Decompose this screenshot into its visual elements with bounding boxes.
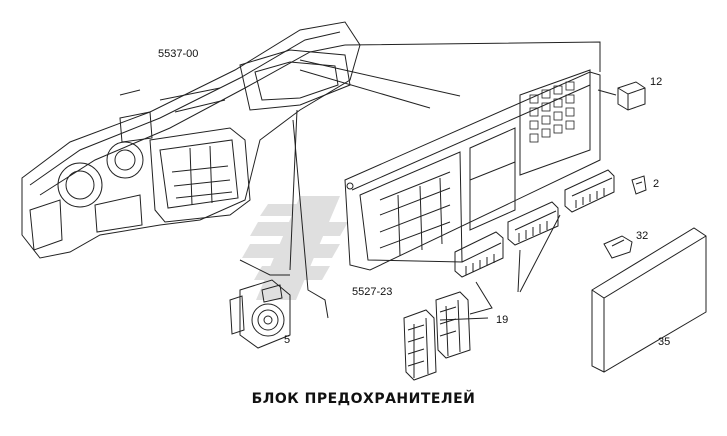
fuse-block-middle-right <box>507 201 559 246</box>
label-dashboard: 5537-00 <box>158 48 199 60</box>
leader-lines <box>239 41 601 319</box>
fuse-leader-lines <box>439 214 561 321</box>
fuse-block-upper-right <box>564 169 615 213</box>
label-panel: 5527-23 <box>352 286 393 298</box>
relay-drawing <box>597 81 646 111</box>
fuse-block-lower-right <box>435 291 471 359</box>
label-clip: 2 <box>653 178 660 190</box>
connector-drawing <box>229 279 291 349</box>
label-cover-clip: 32 <box>636 230 649 242</box>
label-cover: 35 <box>658 336 671 348</box>
watermark-logo <box>242 196 348 300</box>
label-relay: 12 <box>650 76 663 88</box>
cover-drawing <box>591 227 707 373</box>
label-connector: 5 <box>284 334 291 346</box>
cover-clip-drawing <box>603 235 633 259</box>
fuse-block-middle <box>454 231 504 278</box>
label-fuses: 19 <box>496 314 509 326</box>
fuse-panel-drawing <box>344 69 601 271</box>
diagram-caption: БЛОК ПРЕДОХРАНИТЕЛЕЙ <box>251 391 476 407</box>
dashboard-drawing <box>21 21 361 259</box>
clip-drawing <box>631 175 647 195</box>
fuse-block-lower-left <box>403 309 437 381</box>
